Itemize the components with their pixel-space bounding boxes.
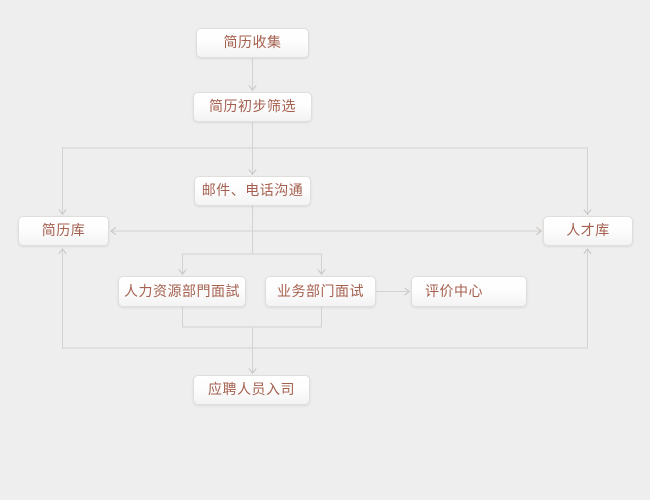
node-assessment-center[interactable]: 评价中心 [411, 276, 527, 307]
edge-split-to-biz-interview [252, 253, 326, 276]
node-resume-collection[interactable]: 简历收集 [196, 28, 309, 58]
edge-hr-interview-merge [182, 307, 253, 328]
node-candidate-onboard[interactable]: 应聘人员入司 [193, 375, 310, 405]
node-resume-screening[interactable]: 简历初步筛选 [193, 92, 312, 122]
node-resume-database[interactable]: 简历库 [18, 216, 109, 246]
edge-split-to-hr-interview [178, 253, 253, 276]
node-email-phone-contact[interactable]: 邮件、电话沟通 [194, 176, 311, 206]
node-talent-pool[interactable]: 人才库 [543, 216, 633, 246]
node-hr-interview[interactable]: 人力资源部門面試 [118, 276, 246, 307]
edge-biz-interview-merge [252, 307, 322, 328]
node-business-interview[interactable]: 业务部门面试 [265, 276, 376, 307]
